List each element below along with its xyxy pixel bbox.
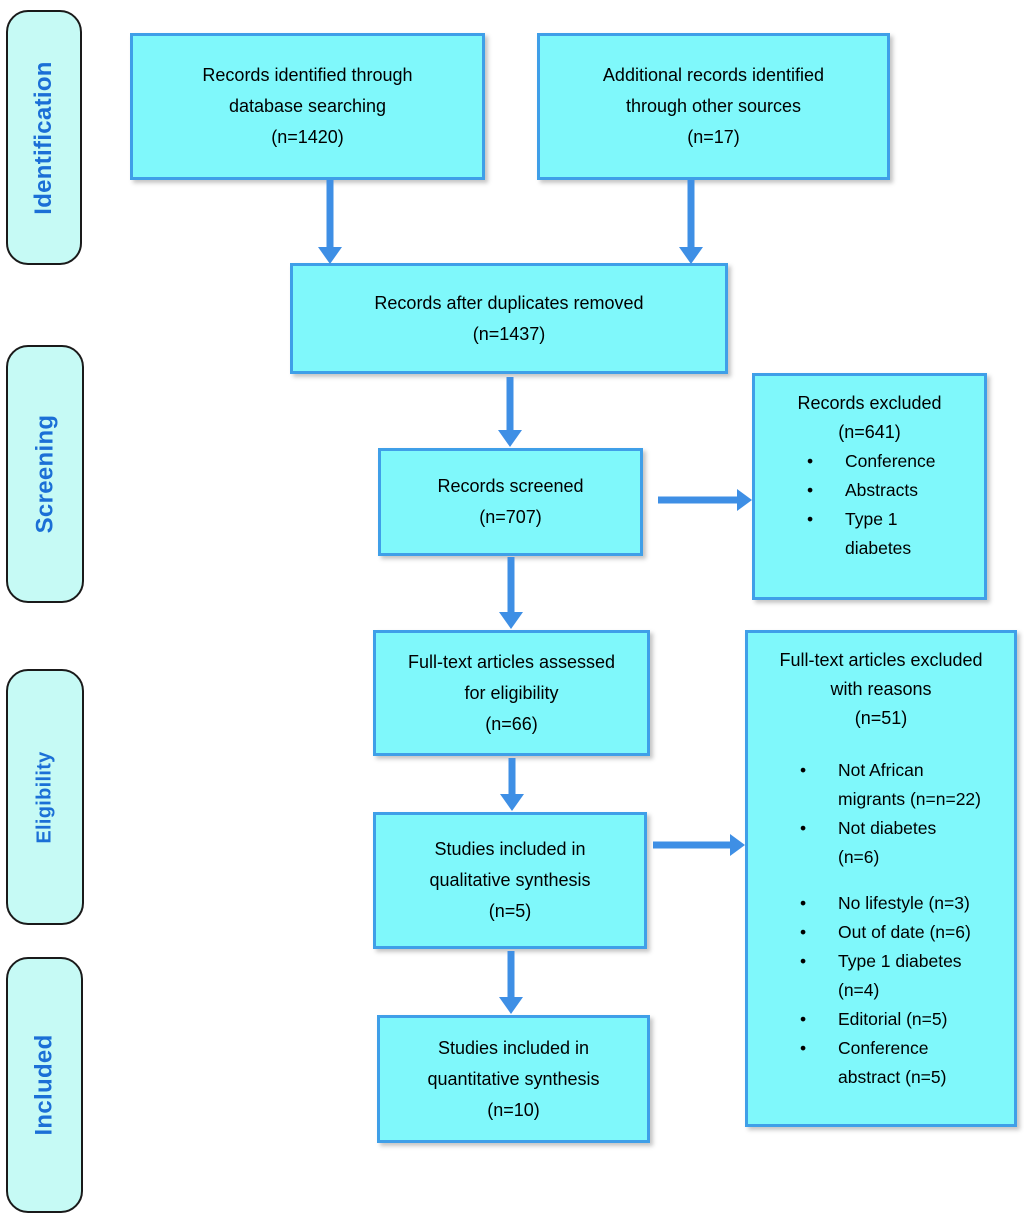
arrow-shaft bbox=[507, 951, 515, 997]
fulltext-excluded-list-group2: • No lifestyle (n=3) • Out of date (n=6)… bbox=[748, 889, 1014, 1092]
box-records-identified-text: Records identified through database sear… bbox=[202, 65, 413, 147]
list-item: • Not African migrants (n=n=22) bbox=[748, 756, 1014, 814]
box-records-screened: Records screened (n=707) bbox=[378, 448, 643, 556]
list-item: • Abstracts bbox=[755, 476, 984, 505]
arrow-additional-to-duplicates bbox=[679, 180, 703, 264]
box-duplicates-removed: Records after duplicates removed (n=1437… bbox=[290, 263, 728, 374]
box-records-identified: Records identified through database sear… bbox=[130, 33, 485, 180]
box-quantitative-synthesis: Studies included in quantitative synthes… bbox=[377, 1015, 650, 1143]
bullet-icon: • bbox=[807, 451, 814, 471]
stage-identification-label: Identification bbox=[30, 60, 58, 215]
list-item-text: Conference bbox=[845, 451, 936, 471]
records-excluded-list: • Conference • Abstracts • Type 1 diabet… bbox=[755, 447, 984, 563]
box-additional-records-text: Additional records identified through ot… bbox=[602, 65, 825, 147]
stage-included: Included bbox=[6, 957, 83, 1213]
arrow-head bbox=[737, 489, 752, 511]
list-item-text: Not diabetes (n=6) bbox=[838, 818, 937, 867]
arrow-identified-to-duplicates bbox=[318, 180, 342, 264]
stage-included-label: Included bbox=[30, 1034, 58, 1136]
fulltext-excluded-list-group1: • Not African migrants (n=n=22) • Not di… bbox=[748, 756, 1014, 872]
box-fulltext-excluded-title: Full-text articles excluded with reasons… bbox=[779, 650, 983, 728]
arrow-fulltext-to-qualitative bbox=[500, 758, 524, 811]
arrow-head bbox=[499, 612, 523, 629]
arrow-head bbox=[730, 834, 745, 856]
bullet-icon: • bbox=[800, 760, 807, 780]
box-fulltext-assessed: Full-text articles assessed for eligibil… bbox=[373, 630, 650, 756]
list-item-text: Editorial (n=5) bbox=[838, 1009, 948, 1029]
arrow-qualitative-to-fulltext-excluded bbox=[653, 834, 745, 856]
list-item-text: No lifestyle (n=3) bbox=[838, 893, 970, 913]
box-records-screened-text: Records screened (n=707) bbox=[437, 476, 584, 527]
arrow-head bbox=[318, 247, 342, 264]
arrow-head bbox=[679, 247, 703, 264]
list-item: • Conference bbox=[755, 447, 984, 476]
arrow-qualitative-to-quantitative bbox=[499, 951, 523, 1014]
list-item-text: Not African migrants (n=n=22) bbox=[838, 760, 981, 809]
arrow-screened-to-excluded bbox=[658, 489, 752, 511]
bullet-icon: • bbox=[800, 818, 807, 838]
stage-identification: Identification bbox=[6, 10, 82, 265]
arrow-head bbox=[500, 794, 524, 811]
stage-screening-label: Screening bbox=[31, 414, 58, 534]
list-item-text: Out of date (n=6) bbox=[838, 922, 971, 942]
list-item-text: Conference abstract (n=5) bbox=[838, 1038, 947, 1087]
list-item: • No lifestyle (n=3) bbox=[748, 889, 1014, 918]
list-item-text: Type 1 diabetes (n=4) bbox=[838, 951, 962, 1000]
bullet-icon: • bbox=[800, 1009, 807, 1029]
list-item: • Conference abstract (n=5) bbox=[748, 1034, 1014, 1092]
arrow-shaft bbox=[506, 377, 514, 430]
bullet-icon: • bbox=[800, 951, 807, 971]
bullet-icon: • bbox=[800, 893, 807, 913]
stage-eligibility: Eligibility bbox=[6, 669, 84, 925]
list-item: • Type 1 diabetes (n=4) bbox=[748, 947, 1014, 1005]
box-records-excluded: Records excluded (n=641) • Conference • … bbox=[752, 373, 987, 600]
list-item: • Type 1 diabetes bbox=[755, 505, 984, 563]
box-records-excluded-title: Records excluded (n=641) bbox=[797, 393, 942, 442]
stage-eligibility-label: Eligibility bbox=[33, 750, 56, 844]
box-duplicates-removed-text: Records after duplicates removed (n=1437… bbox=[374, 292, 644, 344]
stage-screening: Screening bbox=[6, 345, 84, 603]
box-quantitative-synthesis-text: Studies included in quantitative synthes… bbox=[427, 1037, 600, 1120]
list-item: • Out of date (n=6) bbox=[748, 918, 1014, 947]
arrow-head bbox=[499, 997, 523, 1014]
list-item: • Editorial (n=5) bbox=[748, 1005, 1014, 1034]
bullet-icon: • bbox=[807, 509, 814, 529]
bullet-icon: • bbox=[807, 480, 814, 500]
box-additional-records: Additional records identified through ot… bbox=[537, 33, 890, 180]
arrow-shaft bbox=[326, 180, 334, 247]
arrow-shaft bbox=[658, 496, 737, 504]
list-item: • Not diabetes (n=6) bbox=[748, 814, 1014, 872]
box-qualitative-synthesis-text: Studies included in qualitative synthesi… bbox=[429, 839, 591, 921]
arrow-shaft bbox=[687, 180, 695, 247]
box-qualitative-synthesis: Studies included in qualitative synthesi… bbox=[373, 812, 647, 949]
bullet-icon: • bbox=[800, 922, 807, 942]
bullet-icon: • bbox=[800, 1038, 807, 1058]
arrow-shaft bbox=[653, 841, 730, 849]
box-fulltext-excluded: Full-text articles excluded with reasons… bbox=[745, 630, 1017, 1127]
list-item-text: Type 1 diabetes bbox=[845, 509, 912, 558]
box-fulltext-assessed-text: Full-text articles assessed for eligibil… bbox=[407, 651, 616, 734]
arrow-shaft bbox=[507, 557, 515, 612]
arrow-shaft bbox=[508, 758, 516, 794]
arrow-head bbox=[498, 430, 522, 447]
list-item-text: Abstracts bbox=[845, 480, 918, 500]
arrow-screened-to-fulltext bbox=[499, 557, 523, 629]
arrow-duplicates-to-screened bbox=[498, 377, 522, 447]
